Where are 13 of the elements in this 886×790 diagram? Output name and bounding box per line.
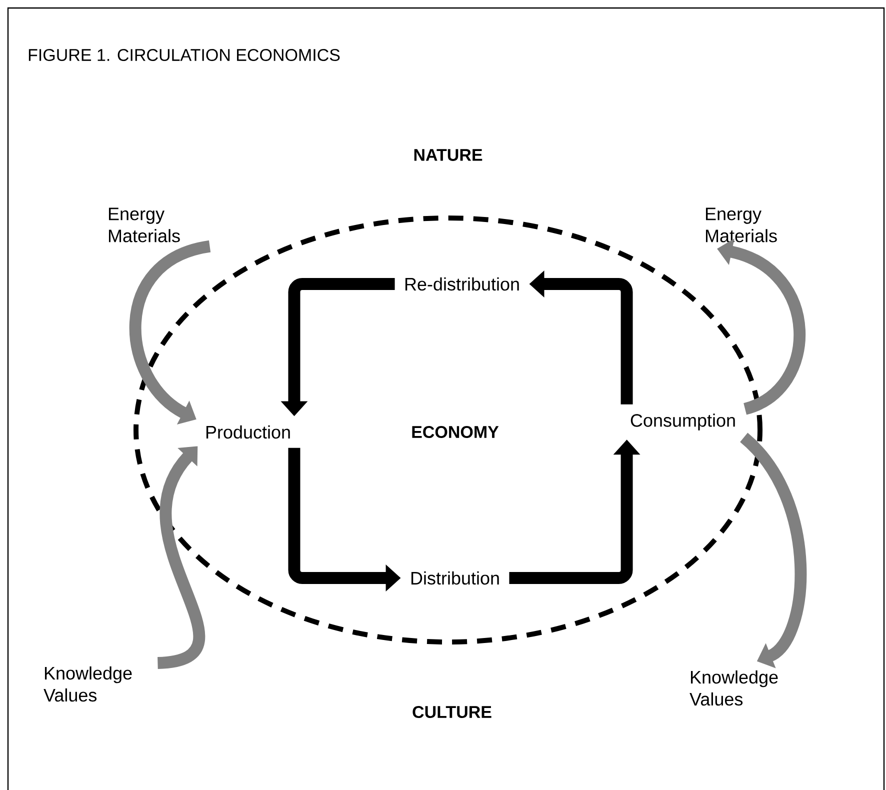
region-label: CULTURE xyxy=(412,706,492,718)
node-text: Production xyxy=(206,425,290,439)
node-text: Knowledge Values xyxy=(690,670,778,706)
node-text: Distribution xyxy=(411,571,499,585)
title: FIGURE 1. CIRCULATION ECONOMICS xyxy=(28,48,340,62)
node-text: Re-distribution xyxy=(405,277,519,291)
region-label: NATURE xyxy=(414,149,482,161)
node-text: Energy Materials xyxy=(108,208,180,242)
node-text: Knowledge Values xyxy=(44,666,132,702)
node-text: Energy Materials xyxy=(706,208,777,242)
node-text: Consumption xyxy=(630,414,735,430)
arrow xyxy=(740,433,806,668)
region-label: ECONOMY xyxy=(412,426,499,438)
